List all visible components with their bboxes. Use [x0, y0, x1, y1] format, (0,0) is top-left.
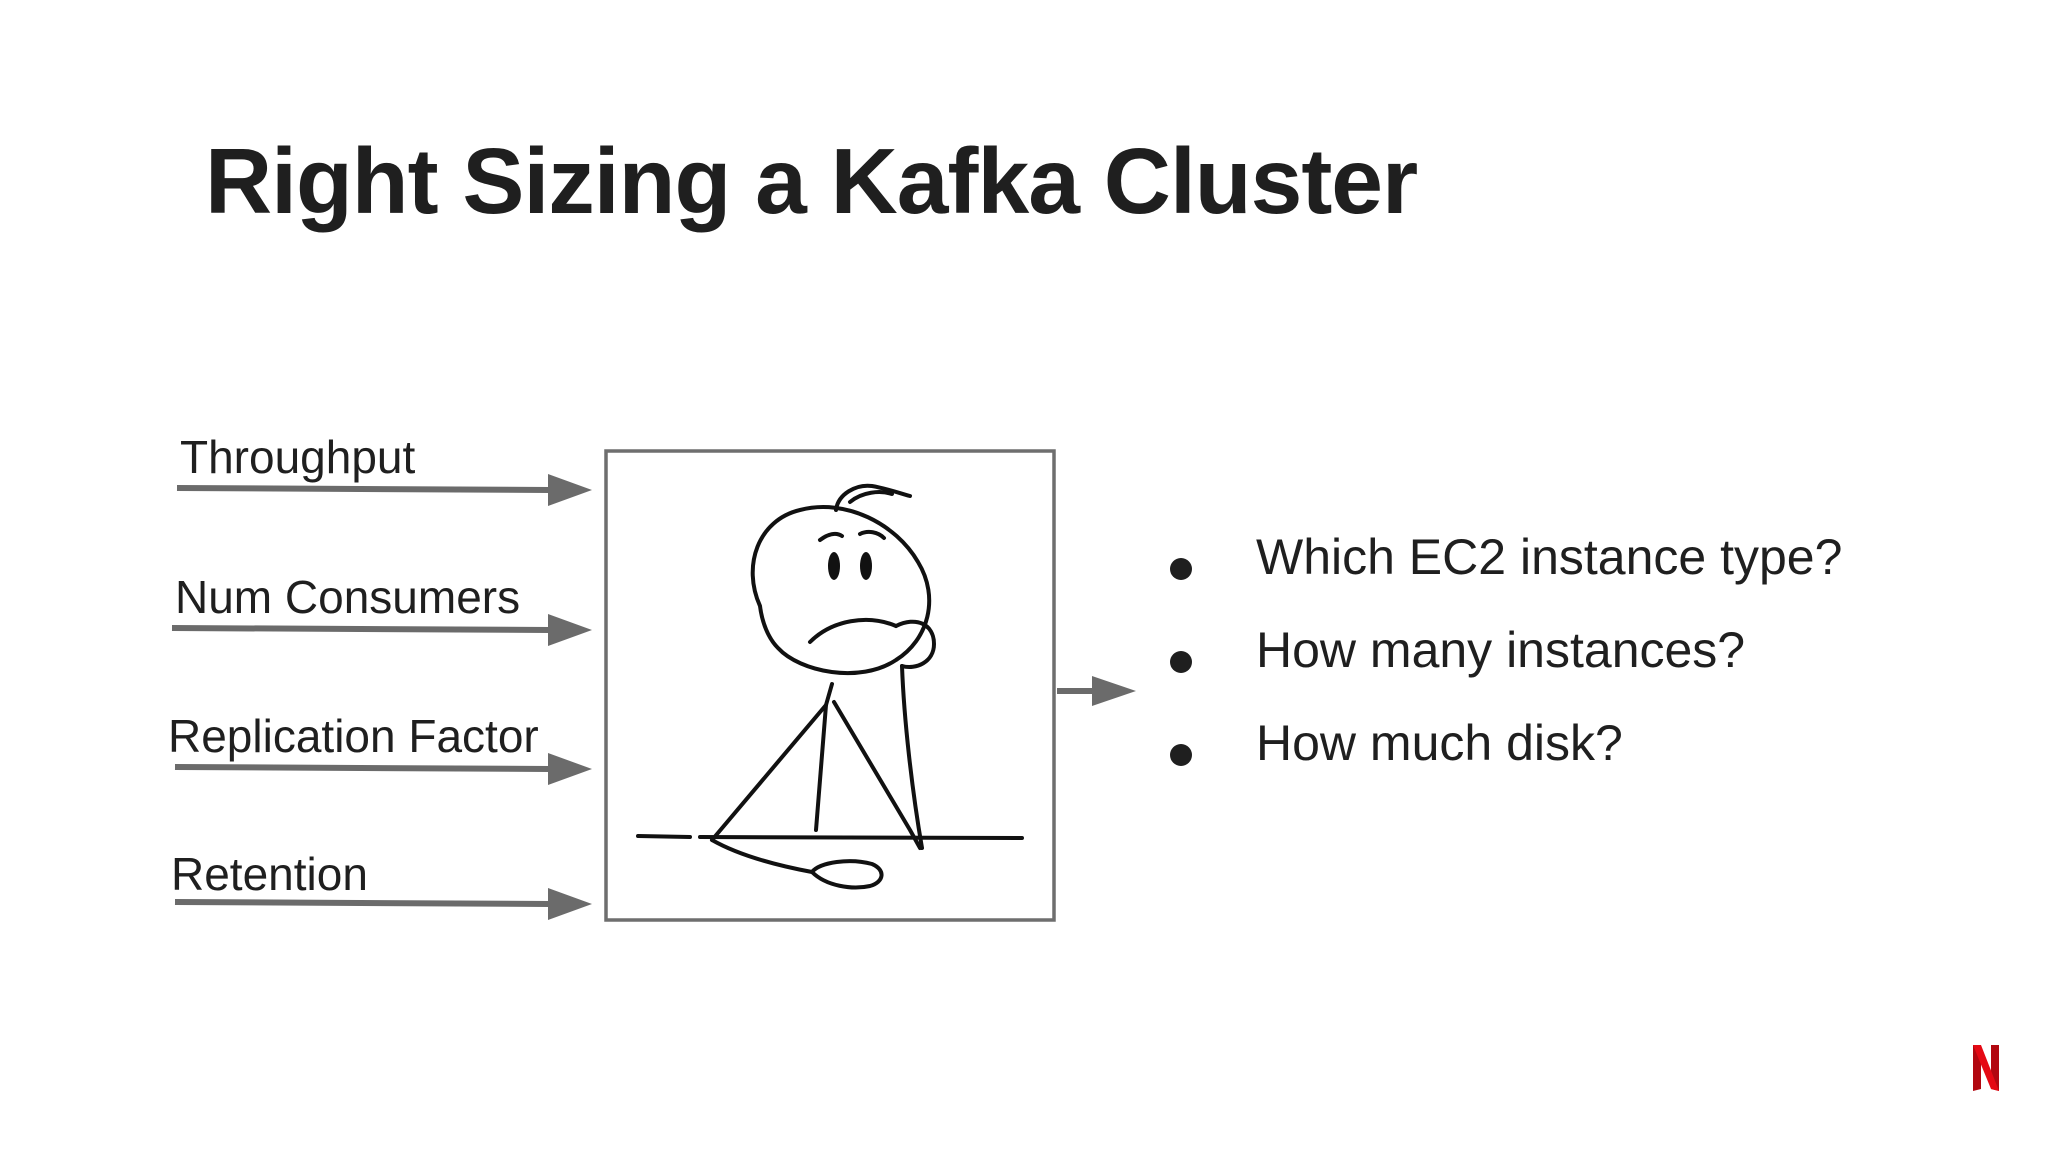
input-label-num-consumers: Num Consumers: [175, 571, 521, 623]
bullet-icon: [1170, 651, 1192, 673]
input-arrow-replication-factor: [174, 753, 592, 785]
question-instance-type: Which EC2 instance type?: [1256, 529, 1843, 585]
question-disk: How much disk?: [1256, 715, 1623, 771]
input-arrow-num-consumers: [171, 614, 592, 646]
question-instance-count: How many instances?: [1256, 622, 1746, 678]
input-label-throughput: Throughput: [180, 431, 416, 483]
thinking-stick-figure-icon: [636, 483, 1024, 890]
bullet-icon: [1170, 558, 1192, 580]
input-arrow-throughput: [176, 474, 592, 506]
input-label-replication-factor: Replication Factor: [168, 710, 539, 762]
input-arrow-retention: [174, 888, 592, 920]
output-arrow: [1057, 676, 1136, 706]
input-label-retention: Retention: [171, 848, 368, 900]
netflix-n-logo: [1973, 1045, 1999, 1091]
slide-title: Right Sizing a Kafka Cluster: [205, 129, 1418, 233]
bullet-icon: [1170, 744, 1192, 766]
